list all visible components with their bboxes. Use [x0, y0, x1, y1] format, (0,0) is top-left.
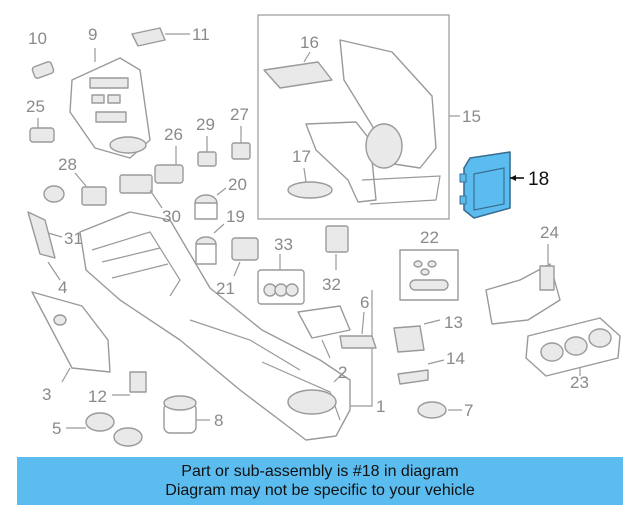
- part-8-cup-holder: [163, 395, 210, 434]
- part-7-ring: [417, 401, 462, 419]
- callout-2: 2: [338, 363, 347, 382]
- center-console: [79, 211, 373, 441]
- callout-12: 12: [88, 387, 107, 406]
- part-19-socket: [195, 223, 225, 265]
- callout-9: 9: [88, 25, 97, 44]
- callout-10: 10: [28, 29, 47, 48]
- callout-11: 11: [192, 25, 210, 44]
- callout-15: 15: [462, 107, 481, 126]
- part-23-climate-control: [525, 317, 621, 377]
- callout-32: 32: [322, 275, 341, 294]
- part-29-switch: [197, 136, 217, 167]
- part-5-grille: [66, 412, 143, 447]
- callout-7: 7: [464, 401, 473, 420]
- part-28-switch: [74, 172, 107, 206]
- part-13-bracket: [393, 319, 441, 353]
- callout-1: 1: [376, 397, 385, 416]
- callout-13: 13: [444, 313, 463, 332]
- part-3-side-panel: [31, 291, 111, 383]
- part-17-pad: [287, 167, 333, 199]
- part-26-switch: [154, 146, 184, 184]
- part-16-pad: [263, 51, 333, 89]
- callout-6: 6: [360, 293, 369, 312]
- part-11-bracket: [131, 27, 190, 47]
- callout-18: 18: [528, 169, 549, 190]
- part-12-clip: [112, 371, 147, 396]
- callout-33: 33: [274, 235, 293, 254]
- part-6-pad: [339, 311, 377, 349]
- part-31-bracket: [27, 211, 63, 259]
- part-knob: [43, 185, 65, 203]
- part-21-switch: [231, 237, 259, 277]
- callout-19: 19: [226, 207, 245, 226]
- part-9-bezel: [69, 48, 151, 159]
- callout-16: 16: [300, 33, 319, 52]
- banner-line-1: Part or sub-assembly is #18 in diagram: [181, 463, 459, 480]
- part-27-switch: [231, 126, 251, 160]
- part-33-panel: [257, 254, 305, 305]
- callout-22: 22: [420, 228, 439, 247]
- banner-line-2: Diagram may not be specific to your vehi…: [165, 482, 475, 499]
- callout-29: 29: [196, 115, 215, 134]
- info-banner: Part or sub-assembly is #18 in diagram D…: [17, 457, 623, 505]
- callout-23: 23: [570, 373, 589, 392]
- callout-25: 25: [26, 97, 45, 116]
- part-20-socket: [194, 187, 227, 220]
- callout-20: 20: [228, 175, 247, 194]
- callout-3: 3: [42, 385, 51, 404]
- callout-26: 26: [164, 125, 183, 144]
- callout-28: 28: [58, 155, 77, 174]
- callout-31: 31: [64, 229, 83, 248]
- callout-24: 24: [540, 223, 559, 242]
- part-10-clip: [31, 61, 55, 79]
- part-14-strip: [397, 359, 445, 385]
- part-18-highlighted: [459, 151, 524, 219]
- part-24-bracket: [485, 244, 561, 325]
- part-32-switch: [325, 225, 349, 270]
- callout-4: 4: [58, 278, 67, 297]
- parts-diagram: 1 2 3 4 5 6 7 8 9 10 11 12 13 14 15 16 1…: [26, 14, 621, 447]
- callout-5: 5: [52, 419, 61, 438]
- callout-21: 21: [216, 279, 235, 298]
- armrest-inset-frame: [257, 14, 450, 220]
- callout-17: 17: [292, 147, 311, 166]
- callout-14: 14: [446, 349, 465, 368]
- part-4-panel: [47, 261, 61, 281]
- callout-8: 8: [214, 411, 223, 430]
- callout-30: 30: [162, 207, 181, 226]
- callout-27: 27: [230, 105, 249, 124]
- part-30-switch: [119, 174, 163, 209]
- part-15-armrest: [305, 39, 460, 205]
- part-22-pad: [399, 249, 459, 301]
- part-25-switch: [29, 118, 55, 143]
- part-2-tray: [297, 305, 351, 359]
